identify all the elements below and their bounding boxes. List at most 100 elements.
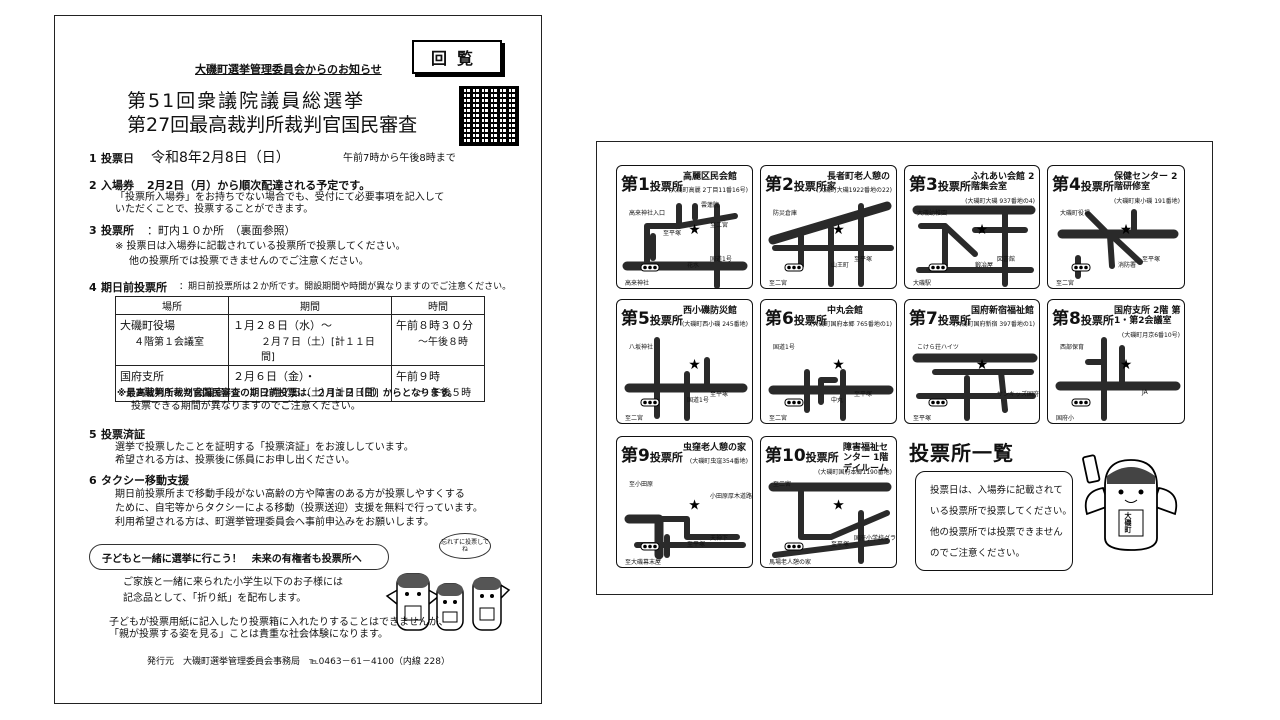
row2-time1: 午前９時 — [396, 370, 440, 383]
info-line3: 他の投票所では投票できません — [930, 527, 1063, 538]
row1-period2: ２月７日（土）[計１１日間] — [261, 337, 375, 363]
road — [772, 538, 890, 558]
row2-place1: 国府支所 — [120, 370, 164, 383]
traffic-signal-icon — [640, 398, 660, 407]
election-title: 第51回衆議院議員総選挙 — [127, 90, 366, 112]
station-name: 中丸会館 — [827, 306, 864, 316]
polling-place-star-icon: ★ — [832, 357, 845, 373]
station-suffix: 投票所 — [649, 451, 683, 464]
road — [1107, 231, 1143, 265]
traffic-signal-icon — [784, 263, 804, 272]
map-label: 高来神社 — [625, 280, 650, 287]
road — [818, 377, 838, 405]
map-label: 至平塚 — [854, 256, 873, 263]
item4-note2: 投票できる期間が異なりますのでご注意ください。 — [131, 401, 361, 412]
station-card-10: ★第10投票所障害福祉センター 1階デイルーム(大磯町国府本郷1190番地)馬場… — [760, 436, 897, 568]
polling-place-star-icon: ★ — [688, 357, 701, 373]
map-label: 消防署 — [1118, 262, 1137, 269]
station-name: 高麗区民会館 — [683, 172, 738, 182]
map-label: 至平塚 — [663, 230, 682, 237]
map-label: 至大磯幕末屋 — [625, 559, 662, 566]
map-label: 国道1号 — [710, 256, 732, 263]
road — [676, 213, 738, 229]
map-label: 雲蓮院 — [701, 202, 720, 209]
station-card-6: ★第6投票所中丸会館(大磯町国府本郷 765番地の1)至二宮至平塚国道1号中丸 — [760, 299, 897, 424]
station-map-3: ★ — [912, 205, 1036, 287]
footer-publisher: 発行元 大磯町選挙管理委員会事務局 ℡0463－61－4100（内線 228） — [147, 657, 450, 667]
station-name: 西小磯防災館 — [683, 306, 738, 316]
map-label: 大磯幼稚園 — [917, 210, 948, 217]
station-card-5: ★第5投票所西小磯防災館(大磯町西小磯 245番地)至二宮至平塚八坂神社国道1号 — [616, 299, 753, 424]
station-no: 第2 — [765, 175, 794, 195]
item6-label: タクシー移動支援 — [101, 474, 189, 487]
station-title: 第3投票所 — [909, 170, 971, 195]
row1-place1: 大磯町役場 — [120, 319, 175, 332]
polling-place-star-icon: ★ — [832, 498, 845, 514]
row1-time1: 午前８時３０分 — [396, 319, 473, 332]
map-label: 至二宮 — [710, 222, 729, 229]
map-label: 国府小学校グラウンド — [854, 535, 897, 542]
map-label: 高来神社入口 — [629, 210, 666, 217]
station-map-1: ★ — [622, 203, 748, 288]
station-no: 第3 — [909, 175, 938, 195]
station-list-title: 投票所一覧 — [909, 441, 1014, 465]
item6-line3: 利用希望される方は、町選挙管理委員会へ事前申込みをお願いします。 — [115, 517, 434, 528]
row2-period1: ２月６日（金）・ — [233, 370, 316, 383]
station-map-6: ★ — [768, 357, 894, 421]
station-name: 国府新宿福祉館 — [971, 306, 1035, 316]
station-map-4: ★ — [1057, 209, 1179, 279]
station-card-4: ★第4投票所保健センター 2階研修室(大磯町東小磯 191番地)至二宮至平塚大磯… — [1047, 165, 1185, 289]
station-card-7: ★第7投票所国府新宿福祉館(大磯町国府新宿 397番地の1)至平塚サンキッズ国府… — [904, 299, 1040, 424]
item5-label: 投票済証 — [101, 428, 145, 441]
info-line2: いる投票所で投票してください。 — [930, 506, 1072, 517]
station-address: (大磯町月京6番10号) — [1121, 332, 1180, 339]
station-name: ふれあい会館 2階集会室 — [971, 172, 1035, 193]
station-suffix: 投票所 — [793, 180, 827, 193]
item3-note2: 他の投票所では投票できませんのでご注意ください。 — [129, 256, 369, 267]
item6-no: 6 — [89, 474, 97, 487]
polling-place-star-icon: ★ — [1120, 222, 1133, 238]
town-mascot-icon — [1082, 454, 1178, 551]
committee-heading: 大磯町選挙管理委員会からのお知らせ — [195, 63, 382, 76]
station-address: (大磯町虫窪354番地) — [689, 458, 748, 465]
map-label: 小田原厚木道路 — [710, 493, 753, 500]
row1-period1: １月２８日（水）～ — [233, 319, 332, 332]
station-suffix: 投票所 — [649, 180, 683, 193]
election-date: 令和8年2月8日（日） — [151, 150, 290, 166]
row2-period2: ２月７日（土）[計２日間] — [261, 388, 379, 399]
map-label: 天神下 — [710, 535, 729, 542]
station-card-1: ★第1投票所高麗区民会館(大磯町高麗 2丁目11番16号)高来神社国道1号高来神… — [616, 165, 753, 289]
road — [656, 516, 740, 540]
station-title: 第4投票所 — [1052, 170, 1114, 195]
road — [768, 201, 892, 245]
station-name: 長者町老人憩の家 — [827, 172, 891, 193]
mascot-group-icon — [385, 573, 511, 631]
map-label: 至平塚 — [687, 541, 706, 548]
map-label: 至二宮 — [769, 280, 788, 287]
item4-main: ：期日前投票所は２か所です。開設期間や時間が異なりますのでご注意ください。 — [179, 282, 512, 292]
map-label: 至二宮 — [1056, 280, 1075, 287]
map-label: 至二宮 — [773, 481, 792, 488]
item2-main: 2月2日（月）から順次配達される予定です。 — [147, 179, 371, 192]
map-label: 山王町 — [831, 262, 850, 269]
traffic-signal-icon — [784, 398, 804, 407]
station-no: 第6 — [765, 309, 794, 329]
station-title: 第8投票所 — [1052, 304, 1114, 329]
road — [1085, 211, 1115, 269]
station-title: 第7投票所 — [909, 304, 971, 329]
polling-place-star-icon: ★ — [976, 222, 989, 238]
station-address: (大磯町国府新宿 397番地の1) — [953, 321, 1035, 328]
station-suffix: 投票所 — [1080, 314, 1114, 327]
map-label: 防災倉庫 — [773, 210, 798, 217]
polling-place-star-icon: ★ — [1120, 357, 1133, 373]
item1-label: 投票日 — [101, 152, 134, 165]
station-map-2: ★ — [768, 201, 894, 287]
map-label: 至二宮 — [625, 415, 644, 422]
station-map-10: ★ — [768, 482, 892, 564]
polling-station-sheet: ★第1投票所高麗区民会館(大磯町高麗 2丁目11番16号)高来神社国道1号高来神… — [596, 141, 1213, 595]
road — [644, 203, 682, 267]
row1-place2: ４階第１会議室 — [134, 337, 204, 348]
map-label: 国道1号 — [773, 344, 795, 351]
station-address: (大磯町高麗 2丁目11番16号) — [668, 187, 748, 194]
table-header-place: 場所 — [115, 296, 229, 315]
